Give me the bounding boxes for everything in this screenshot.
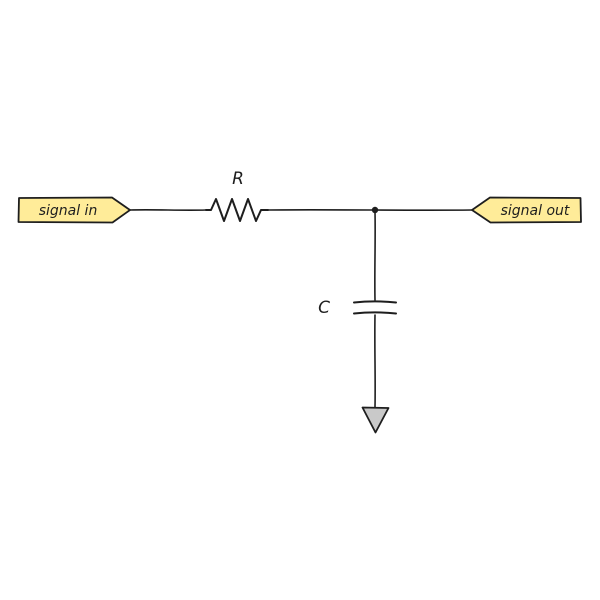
resistor-symbol: R	[205, 169, 269, 222]
capacitor-label: C	[318, 298, 330, 318]
ground-symbol	[361, 406, 390, 434]
signal-out-node: signal out	[471, 196, 582, 224]
capacitor-plate-top	[353, 300, 397, 304]
signal-out-label: signal out	[501, 203, 570, 219]
signal-in-label: signal in	[39, 203, 98, 219]
resistor-label: R	[232, 169, 244, 189]
capacitor-symbol: C	[318, 298, 397, 318]
signal-out-flag-shape	[471, 196, 582, 224]
signal-in-node: signal in	[17, 196, 131, 224]
signal-in-flag-shape	[17, 196, 131, 224]
junction-dot	[371, 206, 379, 214]
resistor-zigzag	[205, 198, 269, 222]
capacitor-plate-bottom	[353, 311, 397, 315]
ground-triangle	[361, 406, 390, 434]
